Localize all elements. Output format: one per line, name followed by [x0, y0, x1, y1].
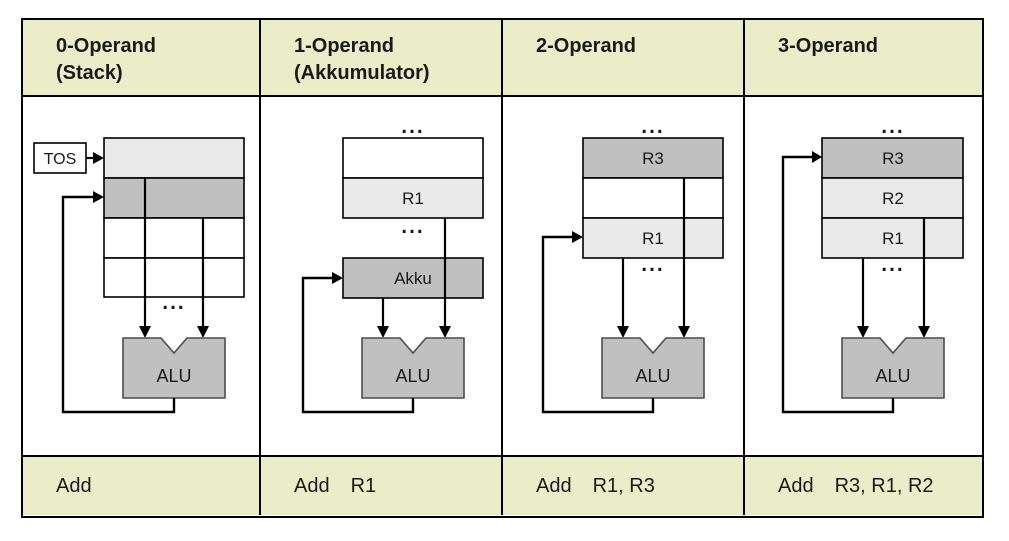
instruction-row: Add Add R1 Add R1, R3 Add R3, R1, R2 — [23, 457, 982, 515]
diagram-cell-accumulator — [261, 97, 503, 455]
column-header-2-operand: 2-Operand — [503, 20, 745, 95]
column-title: 3-Operand — [778, 35, 879, 57]
diagram-cell-3-operand — [745, 97, 982, 455]
instruction-cell-accumulator: Add R1 — [261, 457, 503, 515]
instruction-mnemonic: Add — [56, 474, 92, 497]
column-header-0-operand: 0-Operand (Stack) — [23, 20, 261, 95]
column-subtitle: (Stack) — [56, 62, 123, 84]
instruction-mnemonic: Add — [294, 474, 330, 497]
column-header-1-operand: 1-Operand (Akkumulator) — [261, 20, 503, 95]
operand-architecture-table: 0-Operand (Stack) 1-Operand (Akkumulator… — [21, 18, 984, 518]
instruction-cell-3-operand: Add R3, R1, R2 — [745, 457, 982, 515]
column-title: 1-Operand — [294, 35, 395, 57]
instruction-operands: R1 — [350, 474, 377, 497]
instruction-operands: R1, R3 — [592, 474, 655, 497]
instruction-cell-2-operand: Add R1, R3 — [503, 457, 745, 515]
instruction-mnemonic: Add — [778, 474, 814, 497]
diagram-cell-2-operand — [503, 97, 745, 455]
instruction-mnemonic: Add — [536, 474, 572, 497]
column-title: 0-Operand — [56, 35, 157, 57]
column-title: 2-Operand — [536, 35, 637, 57]
diagram-cell-stack — [23, 97, 261, 455]
header-row: 0-Operand (Stack) 1-Operand (Akkumulator… — [23, 20, 982, 97]
diagram-row — [23, 97, 982, 457]
column-subtitle: (Akkumulator) — [294, 62, 430, 84]
column-header-3-operand: 3-Operand — [745, 20, 982, 95]
instruction-cell-stack: Add — [23, 457, 261, 515]
instruction-operands: R3, R1, R2 — [834, 474, 934, 497]
